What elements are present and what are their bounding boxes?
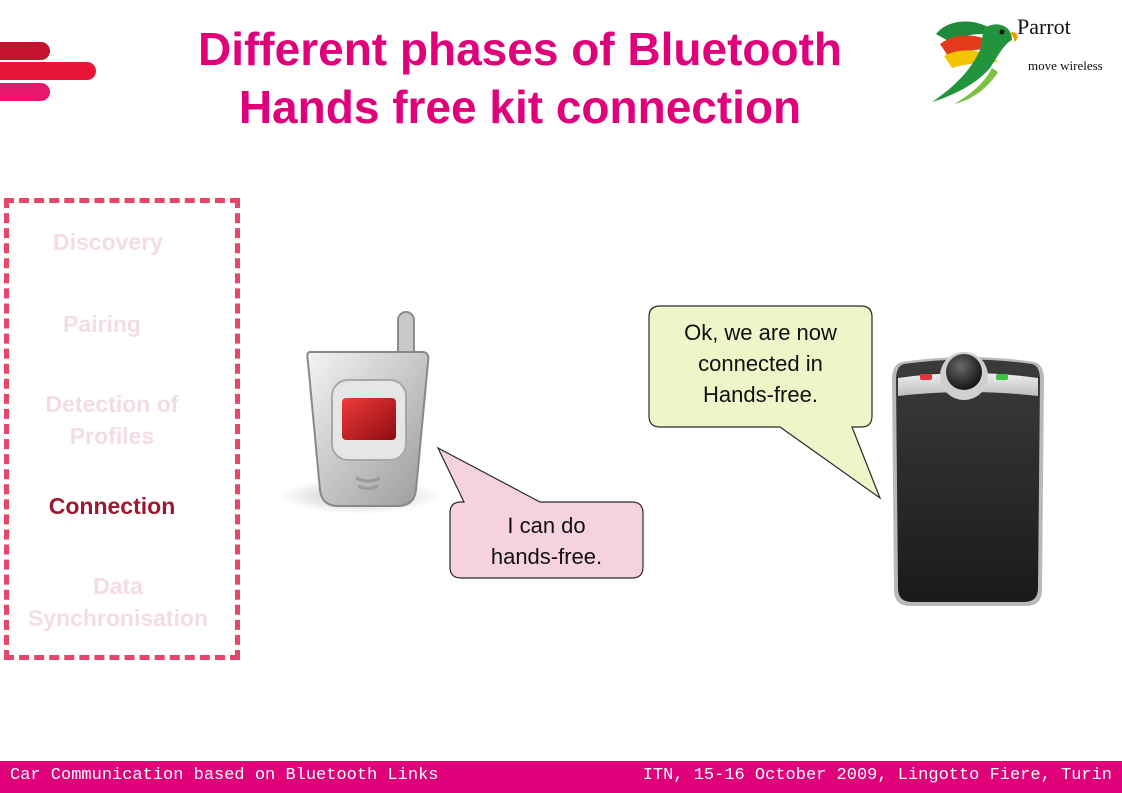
logo-name: Parrot <box>1017 14 1071 39</box>
kit-bubble-line-3: Hands-free. <box>703 382 818 407</box>
phase-discovery: Discovery <box>53 229 163 255</box>
phase-detection-line-2: Profiles <box>69 423 155 449</box>
footer-bar: Car Communication based on Bluetooth Lin… <box>0 761 1122 793</box>
phase-sync-line-2: Synchronisation <box>27 605 209 631</box>
decor-stripe-middle <box>0 62 96 80</box>
kit-bubble-line-1: Ok, we are now <box>684 320 837 345</box>
phone-bubble-line-2: hands-free. <box>490 544 603 569</box>
phase-pairing: Pairing <box>63 311 141 337</box>
title-line-2: Hands free kit connection <box>238 81 802 133</box>
kit-bubble-line-2: connected in <box>698 351 823 376</box>
footer-right-text: ITN, 15-16 October 2009, Lingotto Fiere,… <box>642 766 1112 785</box>
footer-left-text: Car Communication based on Bluetooth Lin… <box>10 766 439 785</box>
slide-title: Different phases of Bluetooth Hands free… <box>100 20 940 136</box>
decor-stripe-top <box>0 42 50 60</box>
title-line-1: Different phases of Bluetooth <box>197 23 843 75</box>
parrot-logo-icon <box>932 21 1018 104</box>
phone-bubble-line-1: I can do <box>507 513 586 538</box>
phase-detection-line-1: Detection of <box>45 391 179 417</box>
phone-speech-bubble: I can do hands-free. <box>450 510 643 572</box>
logo-tagline: move wireless <box>1028 58 1103 73</box>
decor-stripe-bottom <box>0 83 50 101</box>
phase-data-sync: Data Synchronisation <box>0 570 236 634</box>
kit-speech-bubble: Ok, we are now connected in Hands-free. <box>649 317 872 410</box>
phase-sync-line-1: Data <box>93 573 143 599</box>
mobile-phone-icon <box>280 311 440 514</box>
phase-connection: Connection <box>48 493 176 519</box>
handsfree-kit-icon <box>892 352 1044 606</box>
phases-box <box>4 198 240 660</box>
phase-detection: Detection of Profiles <box>0 388 230 452</box>
